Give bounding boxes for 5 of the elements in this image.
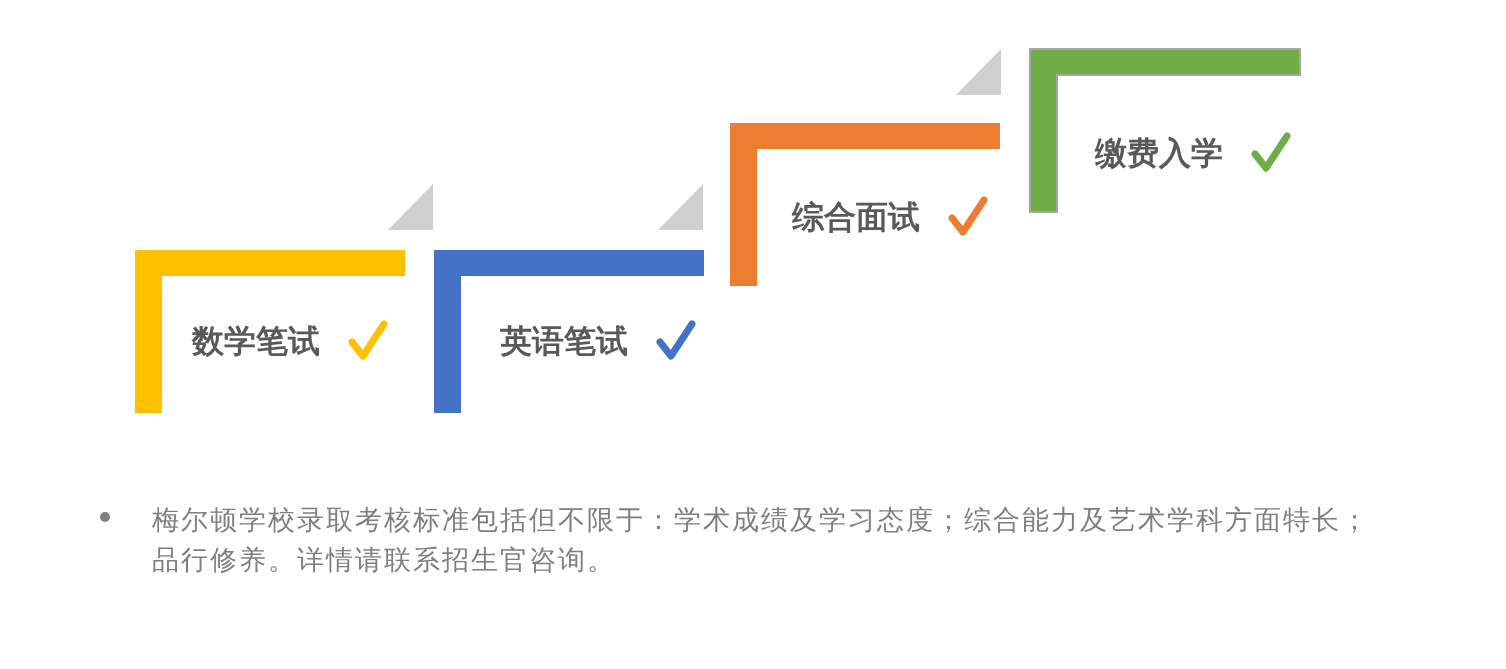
step-label: 英语笔试: [500, 321, 628, 362]
step-label: 综合面试: [792, 197, 920, 238]
note-text: 梅尔顿学校录取考核标准包括但不限于：学术成绩及学习态度；综合能力及艺术学科方面特长；品行修养。详情请联系招生官咨询。: [152, 503, 1371, 577]
step-label: 缴费入学: [1095, 133, 1223, 174]
step-label: 数学笔试: [192, 321, 320, 362]
